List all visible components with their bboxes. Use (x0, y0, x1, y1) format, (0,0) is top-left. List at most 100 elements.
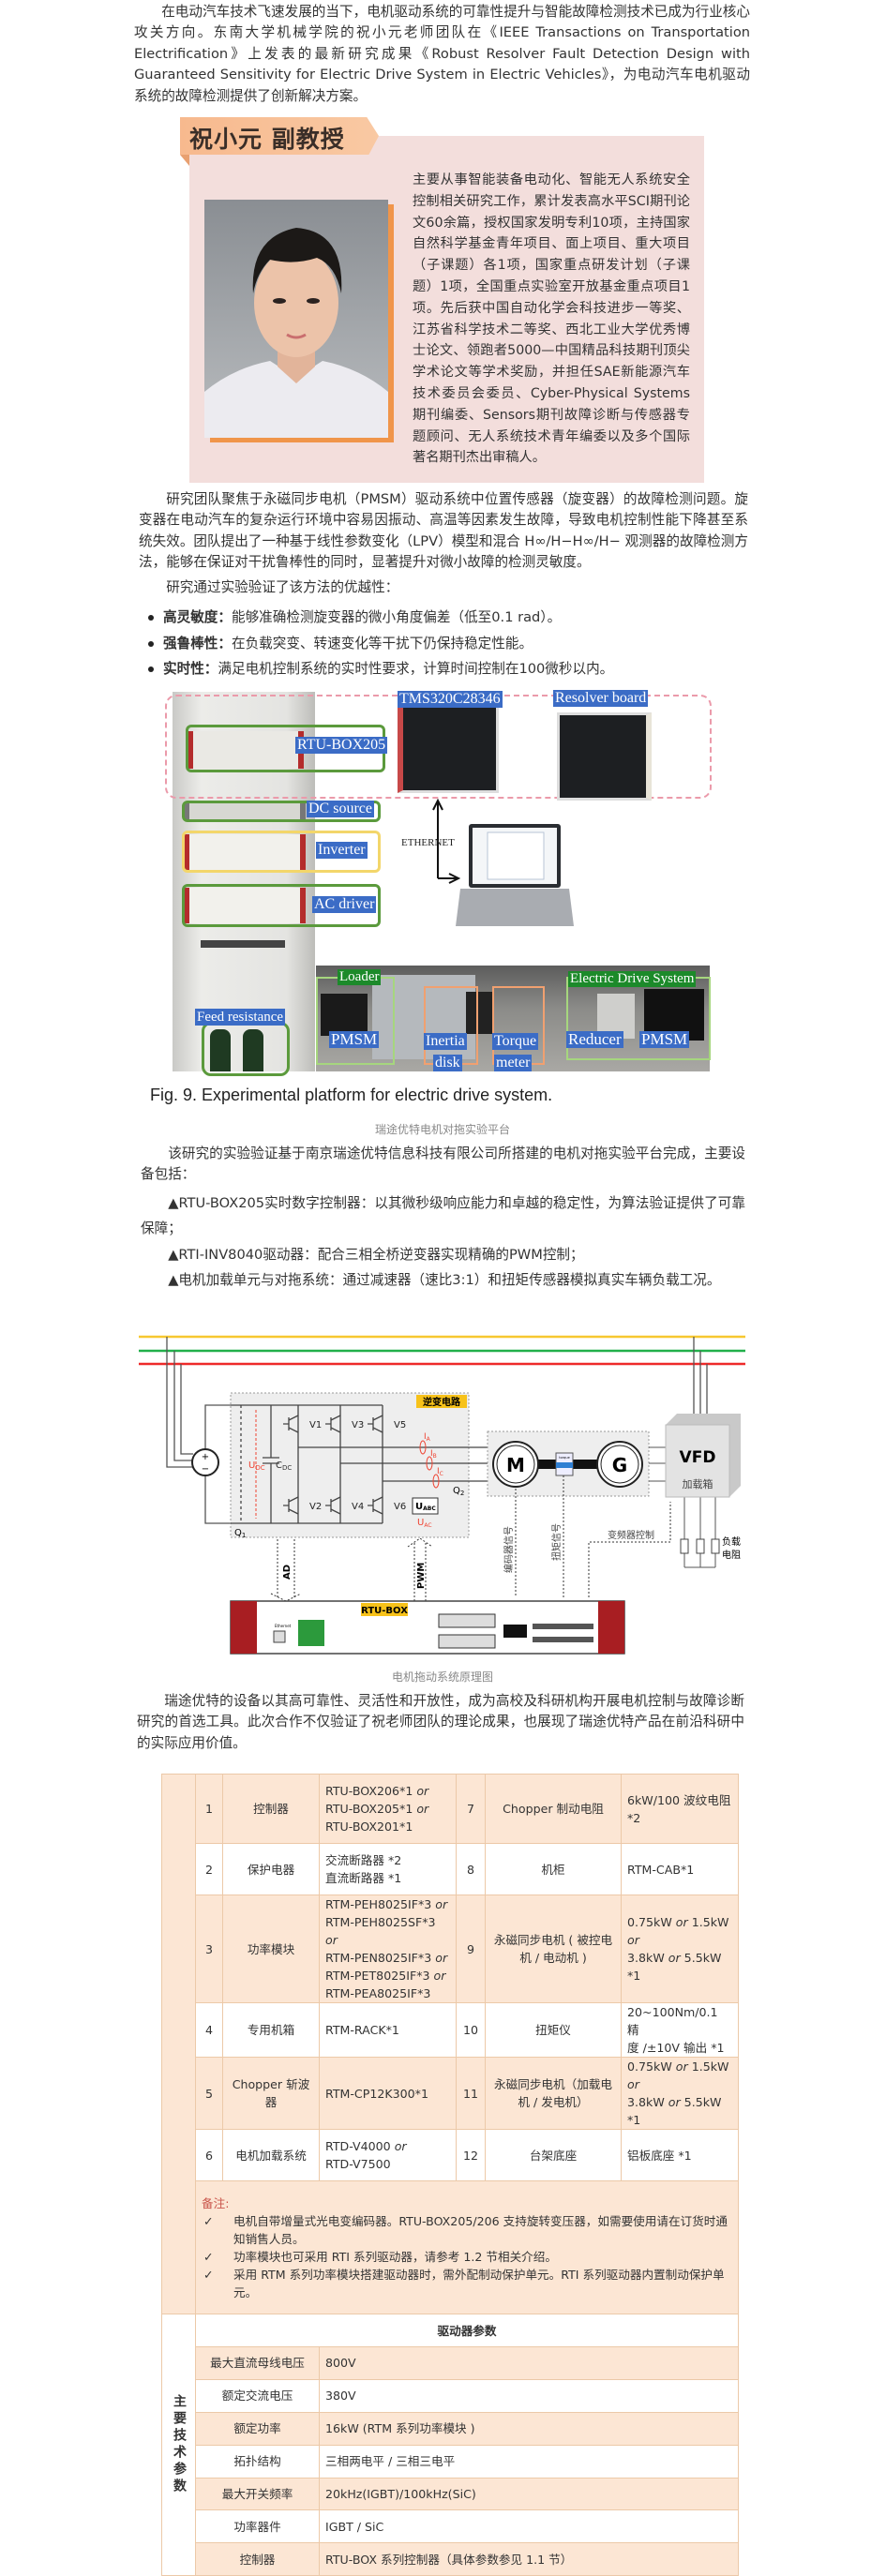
bullet-text: 在负载突变、转速变化等干扰下仍保持稳定性能。 (231, 636, 533, 651)
label-reducer: Reducer (566, 1030, 623, 1048)
note-text: 功率模块也可采用 RTI 系列驱动器，请参考 1.2 节相关介绍。 (233, 2249, 557, 2264)
item-number: 12 (456, 2129, 486, 2181)
item-number: 9 (456, 1895, 486, 2003)
label-ac-driver: AC driver (312, 896, 377, 913)
profile-name-tab: 祝小元 副教授 (180, 117, 379, 155)
item-name: Chopper 制动电阻 (485, 1774, 622, 1844)
cell-line: 度 /±10V 输出 *1 (627, 2041, 725, 2055)
note-item: ✓功率模块也可采用 RTI 系列驱动器，请参考 1.2 节相关介绍。 (202, 2248, 732, 2266)
figure-caption: Fig. 9. Experimental platform for electr… (150, 1086, 553, 1104)
intro-paragraph: 在电动汽车技术飞速发展的当下，电机驱动系统的可靠性提升与智能故障检测技术已成为行… (134, 4, 750, 104)
cell-line: 交流断路器 *2 (325, 1853, 402, 1867)
cell-line: RTM-RACK*1 (325, 2023, 399, 2037)
ac-driver-unit (184, 888, 306, 923)
vfd-wires (649, 1446, 716, 1568)
dc-source-unit (184, 802, 306, 819)
label-load-res-1: 负载 (722, 1535, 741, 1548)
item-number: 10 (456, 2002, 486, 2058)
item-value: 铝板底座 *1 (621, 2129, 739, 2181)
label-encoder-signal: 编码器信号 (503, 1526, 515, 1573)
label-meter: meter (494, 1055, 533, 1071)
label-resolver-board: Resolver board (553, 690, 649, 707)
or-text: or (325, 1933, 338, 1947)
label-pwm: PWM (416, 1563, 427, 1589)
profile-name-title: 祝小元 副教授 (189, 126, 345, 153)
param-name: 最大开关频率 (195, 2477, 320, 2511)
label-ia: IA (424, 1432, 431, 1443)
param-value: 三相两电平 / 三相三电平 (319, 2444, 739, 2479)
bullet-item: 实时性：满足电机控制系统的实时性要求，计算时间控制在100微秒以内。 (148, 659, 613, 680)
label-pmsm-drive: PMSM (639, 1030, 690, 1048)
label-v3: V3 (352, 1420, 364, 1430)
label-vfd-control: 变频器控制 (608, 1529, 654, 1541)
item-number: 3 (195, 1895, 223, 2003)
side-label: 主要技术参数 (161, 2313, 196, 2576)
svg-text:+: + (202, 1452, 209, 1462)
cell-line: RTM-CAB*1 (627, 1862, 695, 1877)
cell-line: RTU-BOX201*1 (325, 1820, 413, 1834)
dc-source-highlight (182, 801, 381, 822)
item-number: 5 (195, 2057, 223, 2130)
param-name: 控制器 (195, 2542, 320, 2576)
item-number: 4 (195, 2002, 223, 2058)
svg-text:−: − (202, 1464, 209, 1475)
uabc-box (412, 1497, 439, 1515)
item-value: 20~100Nm/0.1 精度 /±10V 输出 *1 (621, 2002, 739, 2058)
label-ad: AD (282, 1565, 293, 1580)
inverter-bridge (231, 1404, 488, 1524)
platform-item: ▲电机加载单元与对拖系统：通过减速器（速比3:1）和扭矩传感器模拟真实车辆负载工… (168, 1272, 721, 1288)
label-disk: disk (433, 1055, 462, 1071)
item-number: 7 (456, 1774, 486, 1844)
note-text: 采用 RTM 系列功率模块搭建驱动器时，需外配制动保护单元。RTI 系列驱动器内… (233, 2267, 725, 2299)
item-name: 扭矩仪 (485, 2002, 622, 2058)
item-name: 机柜 (485, 1843, 622, 1895)
cell-line: *2 (627, 1810, 641, 1825)
tab-fold-decoration (180, 155, 189, 166)
rtu-box-unit (188, 731, 304, 769)
dc-source-icon: + − (191, 1448, 219, 1476)
params-title: 驱动器参数 (195, 2314, 739, 2347)
inverter-title: 逆变电路 (423, 1396, 461, 1408)
dsp-board-photo (398, 701, 499, 793)
bullet-label: 强鲁棒性： (163, 636, 232, 651)
note-item: ✓采用 RTM 系列功率模块搭建驱动器时，需外配制动保护单元。RTI 系列驱动器… (202, 2266, 732, 2301)
signal-lines (270, 1475, 671, 1602)
label-vfd: VFD (680, 1448, 716, 1467)
torque-highlight (492, 986, 545, 1065)
item-value: RTM-CAB*1 (621, 1843, 739, 1895)
param-value: RTU-BOX 系列控制器（具体参数参见 1.1 节） (319, 2542, 739, 2576)
or-text: or (664, 1951, 681, 1965)
profile-bio: 主要从事智能装备电动化、智能无人系统安全控制相关研究工作，累计发表高水平SCI期… (413, 172, 690, 466)
ethernet-arrow: ETHERNET (401, 798, 574, 926)
label-v4: V4 (352, 1502, 364, 1512)
item-name: 专用机箱 (222, 2002, 320, 2058)
item-value: 6kW/100 波纹电阻*2 (621, 1774, 739, 1844)
switch-unit (201, 940, 285, 948)
label-v6: V6 (394, 1502, 406, 1512)
or-text: or (413, 1784, 429, 1798)
item-number: 1 (195, 1774, 223, 1844)
item-number: 11 (456, 2057, 486, 2130)
or-text: or (413, 1802, 429, 1816)
cell-line: 3.8kW or 5.5kW *1 (627, 2095, 722, 2127)
item-name: 永磁同步电机（加载电机 / 发电机） (485, 2057, 622, 2130)
laptop-photo (456, 824, 574, 926)
inverter-circuit-box (230, 1392, 470, 1538)
inverter-unit (184, 834, 306, 870)
or-text: or (627, 1933, 639, 1947)
load-resistors (680, 1538, 720, 1554)
note-text: 电机自带增量式光电变编码器。RTU-BOX205/206 支持旋转变压器，如需要… (233, 2213, 728, 2246)
label-v1: V1 (309, 1420, 322, 1430)
label-ethernet-port: Ethernet (275, 1624, 292, 1628)
label-feed-resistance: Feed resistance (195, 1009, 286, 1026)
item-name: 永磁同步电机 ( 被控电机 / 电动机 ) (485, 1895, 622, 2003)
